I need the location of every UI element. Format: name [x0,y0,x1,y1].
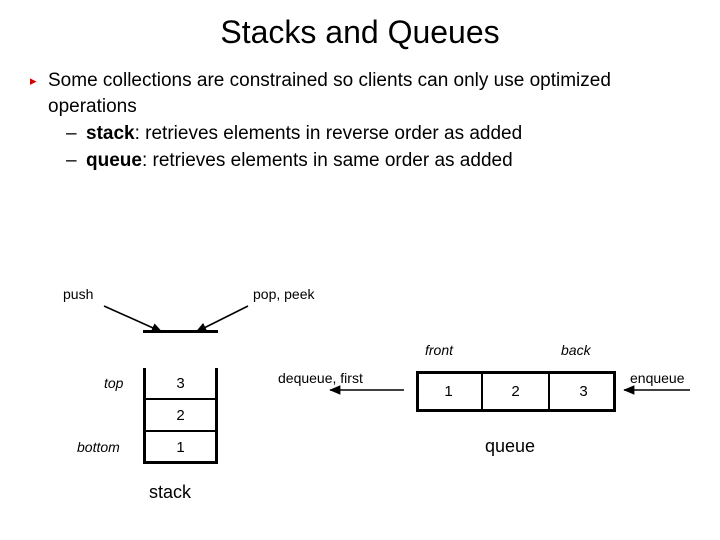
enqueue-label: enqueue [630,370,685,386]
bullet-text: Some collections are constrained so clie… [48,70,611,117]
sub-bullet-item-stack: –stack: retrieves elements in reverse or… [66,120,690,147]
stack-cell: 2 [146,400,215,432]
queue-caption: queue [485,436,536,456]
sub-bullet-item-queue: –queue: retrieves elements in same order… [66,147,690,174]
queue-cell: 3 [579,383,588,400]
stack-cell: 1 [176,439,185,456]
diagram-area: push pop, peek top bottom 3 2 1 stack fr… [0,260,720,540]
sub-bullet-dash: – [66,123,77,144]
pop-peek-label: pop, peek [253,286,315,302]
sub-bullet-dash: – [66,150,77,171]
sub-bullet-rest: : retrieves elements in same order as ad… [141,150,513,171]
stack-top-label: top [104,375,124,391]
queue-cell: 2 [483,371,550,412]
stack-cell: 3 [146,368,215,400]
sub-bullet-rest: : retrieves elements in reverse order as… [134,123,523,144]
stack-open-top-line [143,330,218,333]
push-label: push [63,286,94,302]
stack-bottom-label: bottom [77,439,120,455]
queue-back-label: back [561,342,591,358]
page-title: Stacks and Queues [220,14,500,50]
bullet-list: ▸ Some collections are constrained so cl… [30,68,690,174]
sub-bullet-term: stack [86,123,135,144]
stack-container [143,368,218,464]
stack-caption: stack [149,482,192,502]
queue-container [416,371,616,412]
dequeue-label: dequeue, first [278,370,363,386]
bullet-item: ▸ Some collections are constrained so cl… [30,68,690,120]
sub-bullet-term: queue [86,150,142,171]
bullet-marker-icon: ▸ [30,73,37,88]
queue-front-label: front [425,342,454,358]
diagram-arrows [103,305,690,395]
queue-cell: 1 [416,371,483,412]
